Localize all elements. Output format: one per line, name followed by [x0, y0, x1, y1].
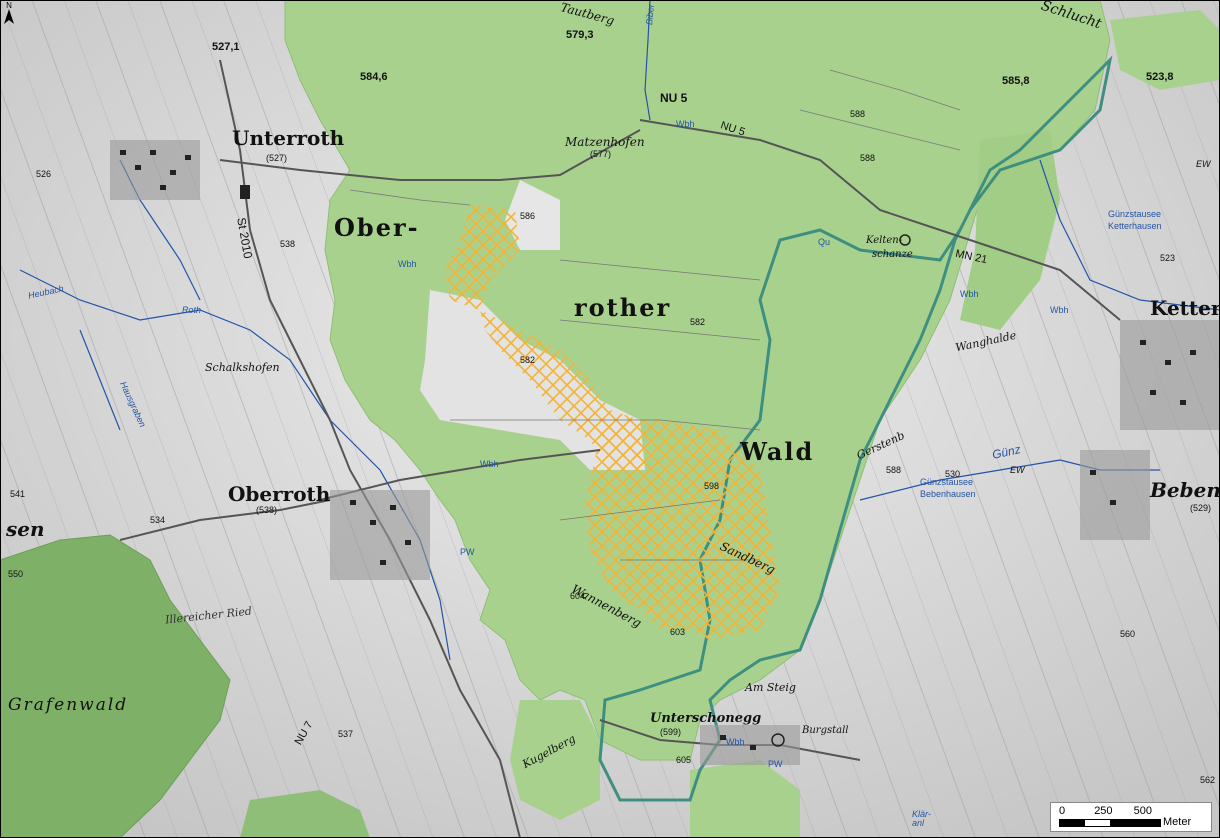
- label-wald: Wald: [740, 437, 815, 466]
- label-oberroth: Oberroth: [228, 482, 331, 506]
- elevation-550: 550: [8, 569, 24, 579]
- label-keltenschanze-1: Kelten-: [866, 235, 903, 246]
- label-klaeranlage: Klär-anl: [912, 809, 931, 828]
- scale-unit: Meter: [1163, 816, 1192, 828]
- label-wbh-6: Wbh: [726, 737, 745, 747]
- label-gunzstausee-ketterhausen-1: Günzstausee: [1108, 209, 1162, 219]
- label-sen: sen: [6, 517, 45, 541]
- label-wbh-1: Wbh: [676, 119, 695, 129]
- forest-southwest: [240, 790, 370, 838]
- label-matzenhofen: Matzenhofen: [565, 135, 645, 149]
- label-unterroth: Unterroth: [232, 126, 345, 150]
- scale-bar: 0 250 500 Meter: [1050, 802, 1212, 832]
- scale-tick-500: 500: [1133, 805, 1152, 817]
- elevation-527-1: 527,1: [212, 41, 240, 53]
- elevation-577-p: (577): [590, 149, 612, 159]
- label-pw-1: PW: [460, 547, 475, 557]
- elevation-534: 534: [150, 515, 166, 525]
- hatch-zone-north: [445, 205, 520, 310]
- hatch-zone-south: [585, 420, 780, 640]
- elevation-541: 541: [10, 489, 26, 499]
- elevation-530: 530: [945, 469, 961, 479]
- elevation-604: 604: [570, 591, 586, 601]
- label-road-nu5-a: NU 5: [660, 91, 688, 105]
- forest-oberrother-wald: [284, 0, 1111, 761]
- scale-tick-250: 250: [1094, 805, 1113, 817]
- elevation-538-p: (538): [256, 505, 278, 515]
- elevation-603: 603: [670, 627, 686, 637]
- elevation-598: 598: [704, 481, 720, 491]
- protected-area-boundary: [598, 55, 1113, 802]
- label-gunzstausee-ketterhausen-2: Ketterhausen: [1108, 221, 1162, 231]
- elevation-588-a: 588: [850, 109, 866, 119]
- elevation-582-a: 582: [690, 317, 706, 327]
- label-wbh-2: Wbh: [398, 259, 417, 269]
- tracks: [349, 69, 961, 561]
- label-wbh-4: Wbh: [960, 289, 979, 299]
- elevation-529-p: (529): [1190, 503, 1212, 513]
- elevation-562: 562: [1200, 775, 1216, 785]
- elevation-526: 526: [36, 169, 52, 179]
- label-am-steig: Am Steig: [745, 681, 796, 694]
- elevation-585-8: 585,8: [1002, 75, 1030, 87]
- label-roth: Roth: [182, 305, 202, 315]
- elevation-560: 560: [1120, 629, 1136, 639]
- keltenschanze-symbol: [899, 234, 911, 246]
- north-arrow-icon: N: [4, 1, 14, 24]
- elevation-579-3: 579,3: [566, 29, 594, 41]
- elevation-584-6: 584,6: [360, 71, 388, 83]
- roads: [119, 59, 1121, 838]
- elevation-588-b: 588: [860, 153, 876, 163]
- elevation-586: 586: [520, 211, 536, 221]
- elevation-538: 538: [280, 239, 296, 249]
- label-ew-2: EW: [1010, 465, 1025, 475]
- elevation-599-p: (599): [660, 727, 682, 737]
- label-wbh-5: Wbh: [1050, 305, 1069, 315]
- elevation-605: 605: [676, 755, 692, 765]
- label-ketter: Ketter: [1150, 296, 1220, 320]
- label-unterschonegg: Unterschonegg: [650, 711, 762, 726]
- forest-grafenwald: [0, 534, 231, 838]
- scale-bar-graphic: [1059, 819, 1161, 827]
- scale-ticks: 0 250 500: [1059, 805, 1152, 817]
- elevation-588-c: 588: [886, 465, 902, 475]
- label-rother: rother: [574, 293, 672, 322]
- elevation-527-p: (527): [266, 153, 288, 163]
- label-schalkshofen: Schalkshofen: [205, 361, 280, 374]
- label-gunzstausee-bebenhausen-2: Bebenhausen: [920, 489, 976, 499]
- label-gunzstausee-bebenhausen-1: Günzstausee: [920, 477, 974, 487]
- label-beben: Beben: [1150, 478, 1220, 502]
- forest-northeast: [1110, 10, 1220, 90]
- label-grafenwald: Grafenwald: [8, 695, 129, 715]
- label-ober: Ober-: [334, 213, 420, 242]
- clearing-north: [505, 180, 560, 250]
- elevation-537: 537: [338, 729, 354, 739]
- settlement-blocks: [110, 140, 1220, 765]
- elevation-523-8: 523,8: [1146, 71, 1174, 83]
- label-burgstall: Burgstall: [802, 725, 849, 736]
- elevation-582-b: 582: [520, 355, 536, 365]
- svg-text:N: N: [6, 1, 12, 10]
- label-pw-2: PW: [768, 759, 783, 769]
- scale-tick-0: 0: [1059, 805, 1066, 817]
- label-qu: Qu: [818, 237, 831, 247]
- label-ew-1: EW: [1196, 159, 1211, 169]
- label-keltenschanze-2: schanze: [872, 249, 913, 260]
- forest-kugelberg: [510, 700, 600, 820]
- label-wbh-3: Wbh: [480, 459, 499, 469]
- forest-south: [690, 760, 800, 838]
- elevation-523: 523: [1160, 253, 1176, 263]
- label-biber: Biber: [644, 3, 656, 26]
- burgstall-symbol: [771, 733, 785, 747]
